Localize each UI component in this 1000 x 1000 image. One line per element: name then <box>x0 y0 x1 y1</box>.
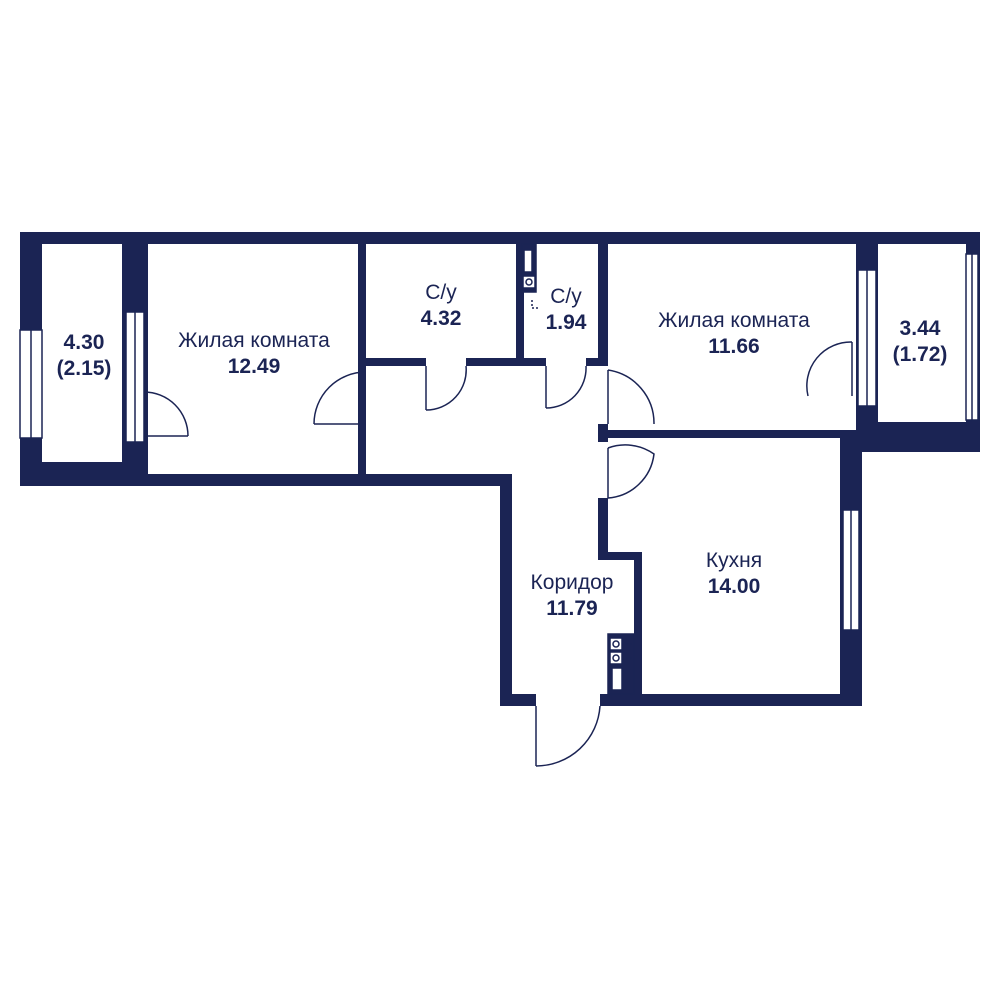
room-label-kitchen: Кухня 14.00 <box>706 548 762 601</box>
kitchen-step-wall <box>598 552 642 560</box>
partition-left-room <box>358 244 366 476</box>
door-swing-icon <box>143 391 189 437</box>
bottom-wall-right <box>600 694 862 706</box>
room-label-balcony-left: 4.30 (2.15) <box>57 330 112 383</box>
window-icon <box>19 329 43 439</box>
corridor-bottom-wall-left <box>500 694 536 706</box>
room-area-reduced: (2.15) <box>56 357 112 380</box>
walls <box>20 232 980 706</box>
windows <box>19 253 979 631</box>
window-icon <box>842 509 860 631</box>
room-area: 14.00 <box>707 575 761 598</box>
door-swing-icon <box>313 371 367 425</box>
room-name: С/у <box>550 284 582 308</box>
kitchen-left-wall-upper <box>598 498 608 560</box>
room-area: 1.94 <box>545 311 587 334</box>
room-area: 4.30 <box>63 330 105 354</box>
bath-divider-wall <box>516 244 524 366</box>
room-name: Жилая комната <box>658 308 810 332</box>
room-label-corridor: Коридор 11.79 <box>531 570 614 623</box>
window-icon <box>125 311 145 443</box>
kitchen-left-wall-lower <box>634 552 642 706</box>
bath-bottom-wall-b <box>466 358 546 366</box>
room-area-reduced: (1.72) <box>892 343 948 366</box>
left-balcony-bottom-wall <box>20 462 148 486</box>
plumbing-riser-icon <box>521 243 540 309</box>
door-swing-icon <box>806 341 853 397</box>
room-area: 4.32 <box>420 307 462 330</box>
bath-bottom-wall-a <box>366 358 426 366</box>
room-name: Жилая комната <box>178 328 330 352</box>
door-swing-icon <box>607 444 655 499</box>
room-label-living-room-left: Жилая комната 12.49 <box>178 328 330 381</box>
door-swing-icon <box>425 365 467 411</box>
door-swing-icon <box>535 705 601 767</box>
room-name: С/у <box>425 280 457 304</box>
room-area: 12.49 <box>227 355 281 378</box>
corridor-left-wall <box>500 474 512 706</box>
partition-right-room <box>598 244 608 366</box>
bath-bottom-wall-c <box>586 358 608 366</box>
room-label-balcony-right: 3.44 (1.72) <box>893 316 948 369</box>
right-room-bottom-wall <box>598 430 856 438</box>
doors <box>143 341 853 767</box>
room-name: Кухня <box>705 548 763 572</box>
room-area: 11.66 <box>708 335 760 358</box>
room-area: 3.44 <box>899 316 941 340</box>
door-swing-icon <box>607 369 655 425</box>
window-icon <box>857 269 877 407</box>
meter-icon <box>607 633 635 695</box>
room-label-living-room-right: Жилая комната 11.66 <box>658 308 810 361</box>
room-name: Коридор <box>530 570 614 594</box>
right-balcony-bottom-wall <box>856 422 980 452</box>
room-label-bathroom-small: С/у 1.94 <box>546 284 587 337</box>
door-swing-icon <box>545 365 587 409</box>
bottom-wall-left <box>148 474 512 486</box>
room-area: 11.79 <box>546 597 598 620</box>
window-icon <box>965 253 979 421</box>
fixtures <box>521 243 635 695</box>
top-wall <box>20 232 980 244</box>
room-label-bathroom-large: С/у 4.32 <box>421 280 462 333</box>
